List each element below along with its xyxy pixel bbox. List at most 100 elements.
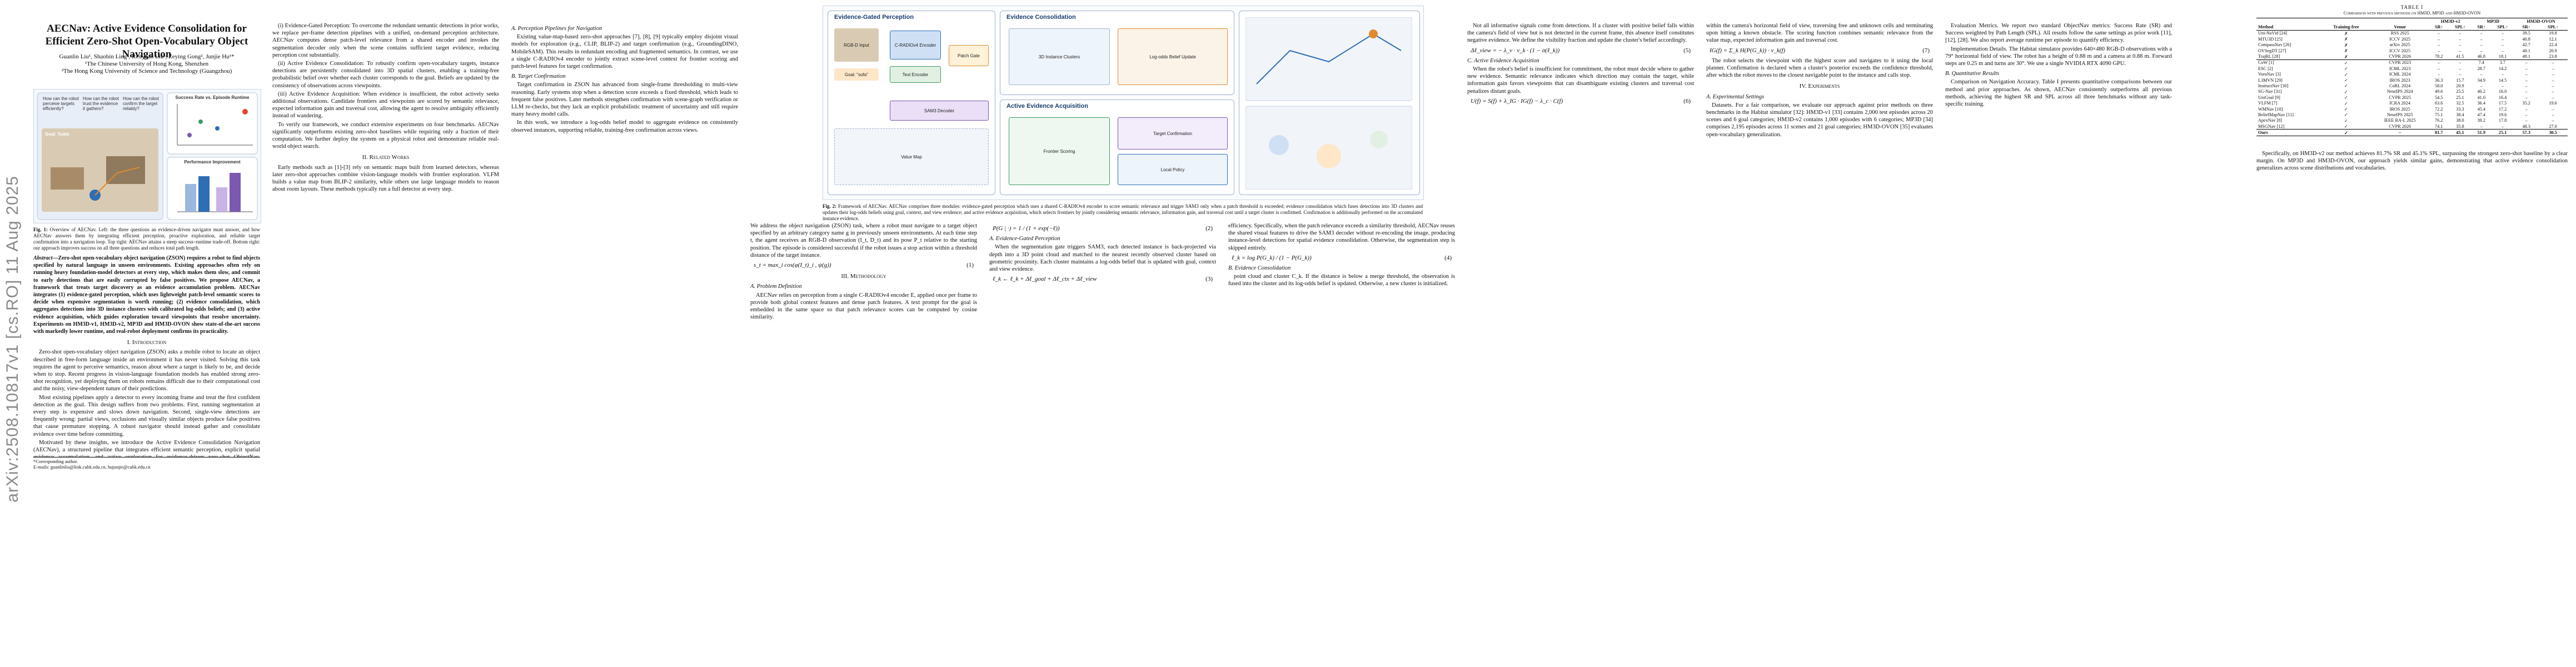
- table-cell: 41.5: [2456, 54, 2464, 59]
- table-cell: 45.1: [2448, 129, 2472, 136]
- table-cell: 63.6: [2435, 101, 2443, 106]
- table-cell: 17.2: [2498, 106, 2507, 112]
- table-cell: IROS 2025: [2389, 106, 2410, 112]
- equation-3: ℓ_k ← ℓ_k + Δℓ_goal + Δℓ_ctx + Δℓ_view(3…: [989, 276, 1216, 283]
- table-cell: –: [2480, 123, 2483, 129]
- table-cell: ✓: [2344, 118, 2348, 123]
- fig1-q3: How can the robot confirm the target rel…: [123, 96, 159, 111]
- table-title: Comparison with previous methods on HM3D…: [2343, 11, 2481, 16]
- equation-6: U(f) = S(f) + λ_IG · IG(f) − λ_c · C(f)(…: [1467, 98, 1694, 105]
- footnote-emails: E-mails: guanlinliu@link.cuhk.edu.cn, hu…: [33, 464, 151, 470]
- table-cell: ICML 2024: [2389, 72, 2411, 77]
- fig2-caption-label: Fig. 2:: [823, 203, 837, 209]
- table-header-cell: SR↑: [2514, 24, 2539, 31]
- right-para-1: efficiency. Specifically, when the patch…: [1228, 223, 1455, 251]
- fig1-sofa-shape: [51, 167, 84, 190]
- table-cell: ✓: [2344, 83, 2348, 89]
- fig2-map-cluster-1: [1269, 135, 1289, 155]
- arxiv-id: arXiv:2508.10817v1 [cs.RO] 11 Aug 2025: [3, 176, 22, 502]
- table-cell: 18.1: [2498, 54, 2507, 59]
- author-block: Guanlin Liu¹, Shaobin Ling¹, Renyuan Liu…: [33, 53, 260, 75]
- table-cell: 39.5: [2522, 31, 2530, 36]
- table-cell: ✓: [2344, 89, 2348, 94]
- table-cell: 48.3: [2522, 123, 2530, 129]
- intro-para-6: (iii) Active Evidence Acquisition: When …: [272, 91, 499, 120]
- equation-2: P(G | ·) = 1 / (1 + exp(−ℓ))(2): [989, 225, 1216, 232]
- table-cell: –: [2525, 106, 2528, 112]
- table-cell: ICCV 2025: [2389, 48, 2411, 53]
- table-cell: 22.4: [2549, 42, 2557, 48]
- equation-2-expr: P(G | ·) = 1 / (1 + exp(−ℓ)): [993, 225, 1060, 232]
- column-5: P(G | ·) = 1 / (1 + exp(−ℓ))(2) A. Evide…: [989, 222, 1216, 656]
- table-cell: ICML 2023: [2389, 66, 2411, 71]
- table-cell: 16.4: [2498, 94, 2507, 100]
- table-cell: arXiv 2025: [2389, 42, 2410, 48]
- table-header-cell: SPL↑: [2448, 24, 2472, 31]
- abstract-text: Zero-shot open-vocabulary object navigat…: [33, 255, 260, 335]
- table-cell: ✗: [2344, 37, 2348, 42]
- table-cell: 58.0: [2435, 83, 2443, 88]
- intro-para-1: Zero-shot open-vocabulary object navigat…: [33, 349, 260, 392]
- subsection-e-a: A. Experimental Settings: [1706, 93, 1765, 100]
- table-cell: –: [2514, 59, 2539, 66]
- table-cell: –: [2459, 36, 2462, 42]
- table-cell: CVPR 2023: [2370, 59, 2429, 66]
- equation-6-expr: U(f) = S(f) + λ_IG · IG(f) − λ_c · C(f): [1471, 97, 1563, 104]
- table-cell: –: [2459, 48, 2462, 53]
- fig1-q2: How can the robot trust the evidence it …: [83, 96, 119, 111]
- fig1-chart2-bar-1: [185, 184, 196, 212]
- table-cell: –: [2438, 42, 2440, 48]
- fig2-belief-update: Log-odds Belief Update: [1118, 28, 1228, 85]
- table-cell: 17.8: [2498, 118, 2507, 123]
- table-cell: 32.5: [2456, 101, 2464, 106]
- table-cell: VoroNav [3]: [2258, 72, 2281, 77]
- method-text-1: We address the object navigation (ZSON) …: [750, 223, 977, 258]
- subsection-m-c: B. Evidence Consolidation: [1228, 265, 1291, 272]
- table-cell: 14.2: [2498, 66, 2507, 71]
- table-cell: –: [2552, 66, 2554, 71]
- table-cell: 72.2: [2435, 106, 2443, 112]
- table-cell: 47.4: [2477, 112, 2485, 117]
- table-cell: 33.3: [2456, 106, 2464, 112]
- table-cell: –: [2552, 83, 2554, 88]
- table-cell: 34.9: [2477, 77, 2485, 83]
- intro-para-2: Most existing pipelines apply a detector…: [33, 394, 260, 437]
- table-cell: 36.4: [2477, 101, 2485, 106]
- table-cell: NeurIPS 2025: [2386, 112, 2413, 117]
- fig2-text-encoder: Text Encoder: [890, 66, 941, 83]
- equation-1-expr: s_t = max_i cos(φ(I_t)_i , ψ(g)): [754, 262, 831, 269]
- right-para-4: within the camera's horizontal field of …: [1706, 23, 1933, 44]
- abstract: Abstract—Zero-shot open-vocabulary objec…: [33, 255, 260, 335]
- table-cell: 81.7: [2429, 129, 2449, 136]
- table-cell: 15.7: [2456, 77, 2464, 83]
- table-cell: –: [2480, 36, 2483, 42]
- table-cell: –: [2552, 77, 2554, 83]
- exp-para-2: Evaluation Metrics. We report two standa…: [1945, 23, 2172, 44]
- fig1-room-image: [42, 128, 158, 212]
- fig1-chart1-point-ours: [242, 109, 248, 115]
- table-cell: 20.9: [2456, 83, 2464, 88]
- fig2-title-acquisition: Active Evidence Acquisition: [1007, 103, 1088, 109]
- subsection-m-d: C. Active Evidence Acquisition: [1467, 57, 1539, 64]
- table-cell: –: [2438, 31, 2440, 36]
- equation-7-num: (7): [1922, 47, 1930, 54]
- table-cell: –: [2525, 77, 2528, 83]
- equation-3-expr: ℓ_k ← ℓ_k + Δℓ_goal + Δℓ_ctx + Δℓ_view: [993, 276, 1097, 283]
- method-text-2: AECNav relies on perception from a singl…: [750, 292, 977, 321]
- right-para-5: The robot selects the viewpoint with the…: [1706, 57, 1933, 79]
- table-cell: UniGoal [9]: [2258, 94, 2280, 100]
- table-cell: ✓: [2344, 107, 2348, 112]
- equation-5-expr: Δℓ_view = − λ_v · v_k · (1 − σ(ℓ_k)): [1471, 47, 1560, 54]
- fig1-caption-text: Overview of AECNav. Left: the three ques…: [33, 227, 260, 251]
- table-cell: TrajRL [28]: [2258, 54, 2280, 59]
- table-cell: CompassNav [26]: [2258, 42, 2291, 48]
